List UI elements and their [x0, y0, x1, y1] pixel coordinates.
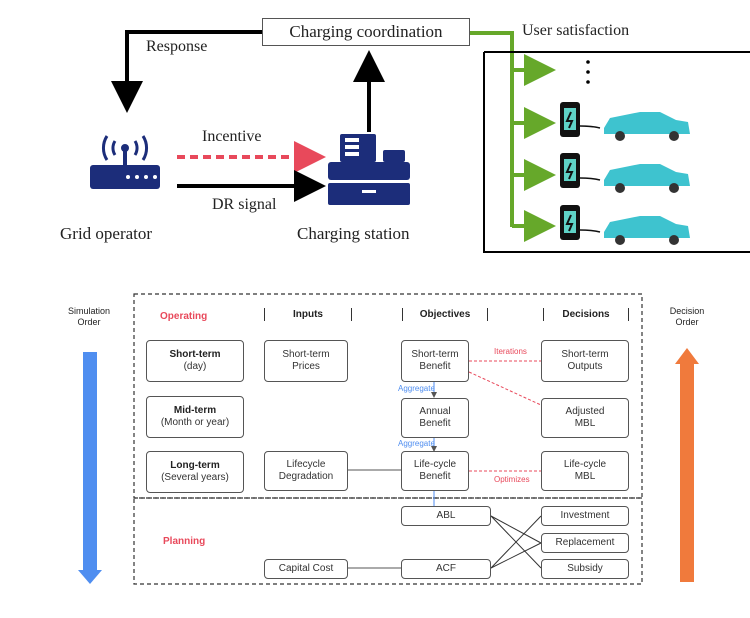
cash-register-icon: [328, 134, 410, 205]
decision-order-arrow: [675, 348, 699, 582]
dr-signal-label: DR signal: [212, 196, 277, 213]
short-term-row-box: Short-term (day): [146, 340, 244, 382]
input-lifecycle-degradation: Lifecycle Degradation: [264, 451, 348, 491]
edge-label-aggregate-2: Aggregate: [398, 439, 435, 448]
mid-term-row-box: Mid-term (Month or year): [146, 396, 244, 438]
objectives-header: Objectives: [402, 308, 488, 321]
ev-charger-icon: [560, 102, 601, 137]
planning-label: Planning: [163, 536, 206, 547]
objective-abl: ABL: [401, 506, 491, 526]
ev-car-icon: [604, 164, 690, 193]
ev-car-icon: [604, 112, 690, 141]
edge-label-optimizes: Optimizes: [494, 475, 530, 484]
charging-station-label: Charging station: [297, 224, 410, 243]
input-capital-cost: Capital Cost: [264, 559, 348, 579]
green-feed-line: [470, 31, 514, 227]
operating-label: Operating: [160, 311, 208, 322]
decision-investment: Investment: [541, 506, 629, 526]
user-satisfaction-panel: [483, 52, 750, 253]
edge-label-iterations: Iterations: [494, 347, 527, 356]
objective-acf: ACF: [401, 559, 491, 579]
decision-order-label: Decision Order: [669, 306, 705, 327]
decision-short-term-outputs: Short-term Outputs: [541, 340, 629, 382]
ev-charger-icon: [560, 205, 601, 240]
objective-annual-benefit: Annual Benefit: [401, 398, 469, 438]
objective-short-term-benefit: Short-term Benefit: [401, 340, 469, 382]
decisions-header: Decisions: [543, 308, 629, 321]
decision-adjusted-mbl: Adjusted MBL: [541, 398, 629, 438]
long-term-row-box: Long-term (Several years): [146, 451, 244, 493]
edge-label-aggregate: Aggregate: [398, 384, 435, 393]
objective-life-cycle-benefit: Life-cycle Benefit: [401, 451, 469, 491]
incentive-label: Incentive: [202, 128, 262, 145]
charging-coordination-label: Charging coordination: [289, 22, 443, 41]
mid-term-sub: (Month or year): [160, 417, 230, 428]
long-term-sub: (Several years): [161, 472, 229, 483]
planning-frame: [133, 497, 643, 585]
grid-operator-label: Grid operator: [60, 224, 153, 243]
decision-subsidy: Subsidy: [541, 559, 629, 579]
response-label: Response: [146, 38, 208, 55]
ev-charger-icon: [560, 153, 601, 188]
short-term-sub: (day): [183, 361, 207, 372]
mid-term-title: Mid-term: [173, 405, 217, 416]
decision-replacement: Replacement: [541, 533, 629, 553]
user-satisfaction-label: User satisfaction: [522, 22, 630, 39]
ev-car-icon: [604, 216, 690, 245]
response-arrow: [111, 30, 262, 113]
input-short-term-prices: Short-term Prices: [264, 340, 348, 382]
decision-life-cycle-mbl: Life-cycle MBL: [541, 451, 629, 491]
router-icon: [90, 135, 160, 189]
simulation-order-label: Simulation Order: [67, 306, 111, 327]
inputs-header: Inputs: [264, 308, 352, 321]
short-term-title: Short-term: [169, 349, 221, 360]
simulation-order-arrow: [78, 352, 102, 584]
charging-coordination-box: Charging coordination: [262, 18, 470, 46]
long-term-title: Long-term: [170, 460, 220, 471]
